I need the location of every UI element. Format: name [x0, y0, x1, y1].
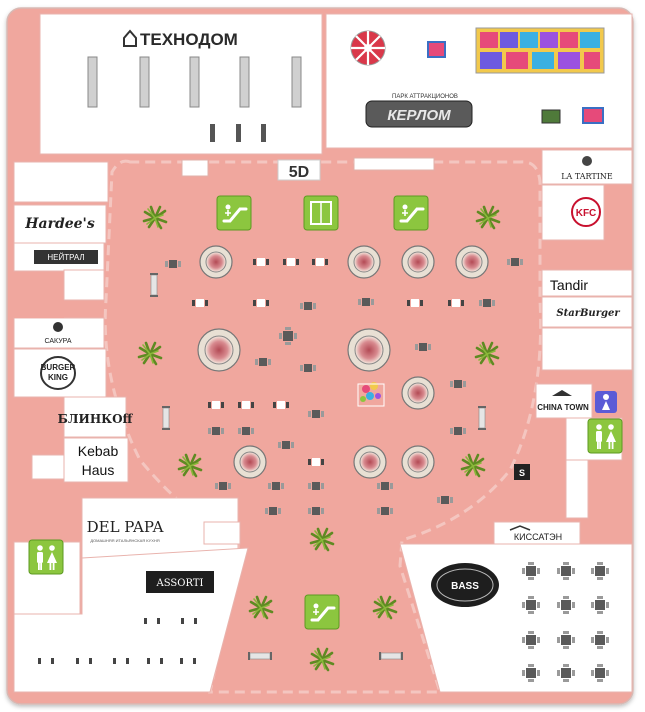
park-small-label: ПАРК АТТРАКЦИОНОВ — [392, 94, 458, 100]
blinkoff-label: БЛИНКОff — [58, 412, 134, 426]
escalator-icon — [392, 194, 430, 232]
sakura-store[interactable]: САКУРА — [13, 317, 105, 349]
kissaten-label: КИССАТЭН — [514, 532, 562, 542]
amusement-park-store[interactable]: ПАРК АТТРАКЦИОНОВ КЕРЛОМ — [325, 13, 633, 149]
restroom-right[interactable] — [587, 418, 623, 454]
tandir-label: Tandir — [550, 277, 588, 293]
burger-king-label-2: KING — [48, 373, 68, 382]
shop-unit — [63, 269, 105, 301]
shop-unit — [31, 454, 65, 480]
escalator-icon — [215, 194, 253, 232]
tandir-store[interactable]: Tandir — [541, 269, 633, 297]
food-court-area — [103, 159, 543, 694]
five-d-label: 5D — [289, 164, 309, 181]
burger-king-store[interactable]: BURGER KING — [13, 348, 107, 398]
shop-front — [353, 157, 435, 171]
la-tartine-store[interactable]: LA TARTINE — [541, 149, 633, 185]
s-kiosk[interactable]: S — [514, 464, 530, 480]
carousel-icon — [350, 30, 386, 66]
shop-unit — [541, 327, 633, 371]
family-room[interactable] — [595, 391, 617, 413]
kfc-label: KFC — [576, 208, 597, 219]
china-town-store[interactable]: CHINA TOWN — [535, 383, 593, 419]
shop-unit — [13, 161, 109, 203]
kfc-store[interactable]: KFC — [541, 184, 605, 241]
dark-shop-label: BASS — [451, 581, 479, 592]
tekhnodom-store[interactable]: ТЕХНОДОМ — [39, 13, 323, 155]
park-logo-label: КЕРЛОМ — [387, 107, 451, 124]
restroom-icon — [28, 539, 64, 575]
blinkoff-store[interactable]: БЛИНКОff — [58, 396, 134, 438]
five-d-cinema[interactable]: 5D — [277, 159, 321, 181]
park-logo: ПАРК АТТРАКЦИОНОВ КЕРЛОМ — [365, 94, 473, 128]
star-burger-store[interactable]: StarBurger — [541, 296, 633, 328]
star-burger-label: StarBurger — [556, 308, 620, 319]
escalator-top-left[interactable] — [215, 194, 253, 232]
neutral-label: НЕЙТРАЛ — [47, 253, 84, 262]
delpapa-label: DEL PAPA — [87, 518, 164, 536]
corridor — [14, 300, 64, 318]
restroom-left[interactable] — [28, 539, 64, 575]
escalator-top-right[interactable] — [392, 194, 430, 232]
shop-unit — [203, 521, 241, 545]
assorti-store[interactable]: ASSORTI — [146, 571, 214, 593]
kebab-label-2: Haus — [82, 462, 115, 478]
small-sign — [181, 159, 209, 177]
sakura-label: САКУРА — [44, 338, 71, 345]
tekhnodom-logo: ТЕХНОДОМ — [123, 29, 238, 49]
neutral-store[interactable]: НЕЙТРАЛ — [13, 242, 105, 272]
hardees-store[interactable]: Hardee's — [13, 204, 107, 244]
balloons-icon — [357, 382, 385, 407]
corridor — [14, 14, 38, 156]
la-tartine-label: LA TARTINE — [561, 172, 613, 181]
burger-king-label-1: BURGER — [41, 363, 76, 372]
escalator-bottom[interactable] — [303, 593, 341, 631]
shop-unit — [565, 459, 589, 519]
s-badge-label: S — [519, 468, 525, 478]
delpapa-sub-label: ДОМАШНЯЯ ИТАЛЬЯНСКАЯ КУХНЯ — [90, 538, 159, 543]
shelf-rows — [87, 56, 302, 142]
dark-logo-shop[interactable]: BASS — [431, 563, 499, 607]
play-block-icon — [427, 41, 446, 58]
tekhnodom-label: ТЕХНОДОМ — [140, 30, 238, 49]
kebab-label-1: Kebab — [78, 443, 119, 459]
escalator-icon — [303, 593, 341, 631]
kebab-haus-store[interactable]: Kebab Haus — [63, 437, 129, 483]
elevator-top[interactable] — [303, 195, 339, 231]
ride-icon — [582, 107, 604, 124]
hardees-label: Hardee's — [24, 216, 95, 232]
assorti-label: ASSORTI — [156, 578, 204, 589]
kissaten-store[interactable]: КИССАТЭН — [493, 521, 581, 547]
playground-structure-icon — [475, 27, 605, 74]
ride-icon — [541, 109, 561, 124]
restroom-icon — [587, 418, 623, 454]
delpapa-store[interactable]: DEL PAPA ДОМАШНЯЯ ИТАЛЬЯНСКАЯ КУХНЯ — [81, 497, 239, 559]
china-town-label: CHINA TOWN — [537, 403, 589, 412]
family-room-icon — [603, 394, 609, 400]
